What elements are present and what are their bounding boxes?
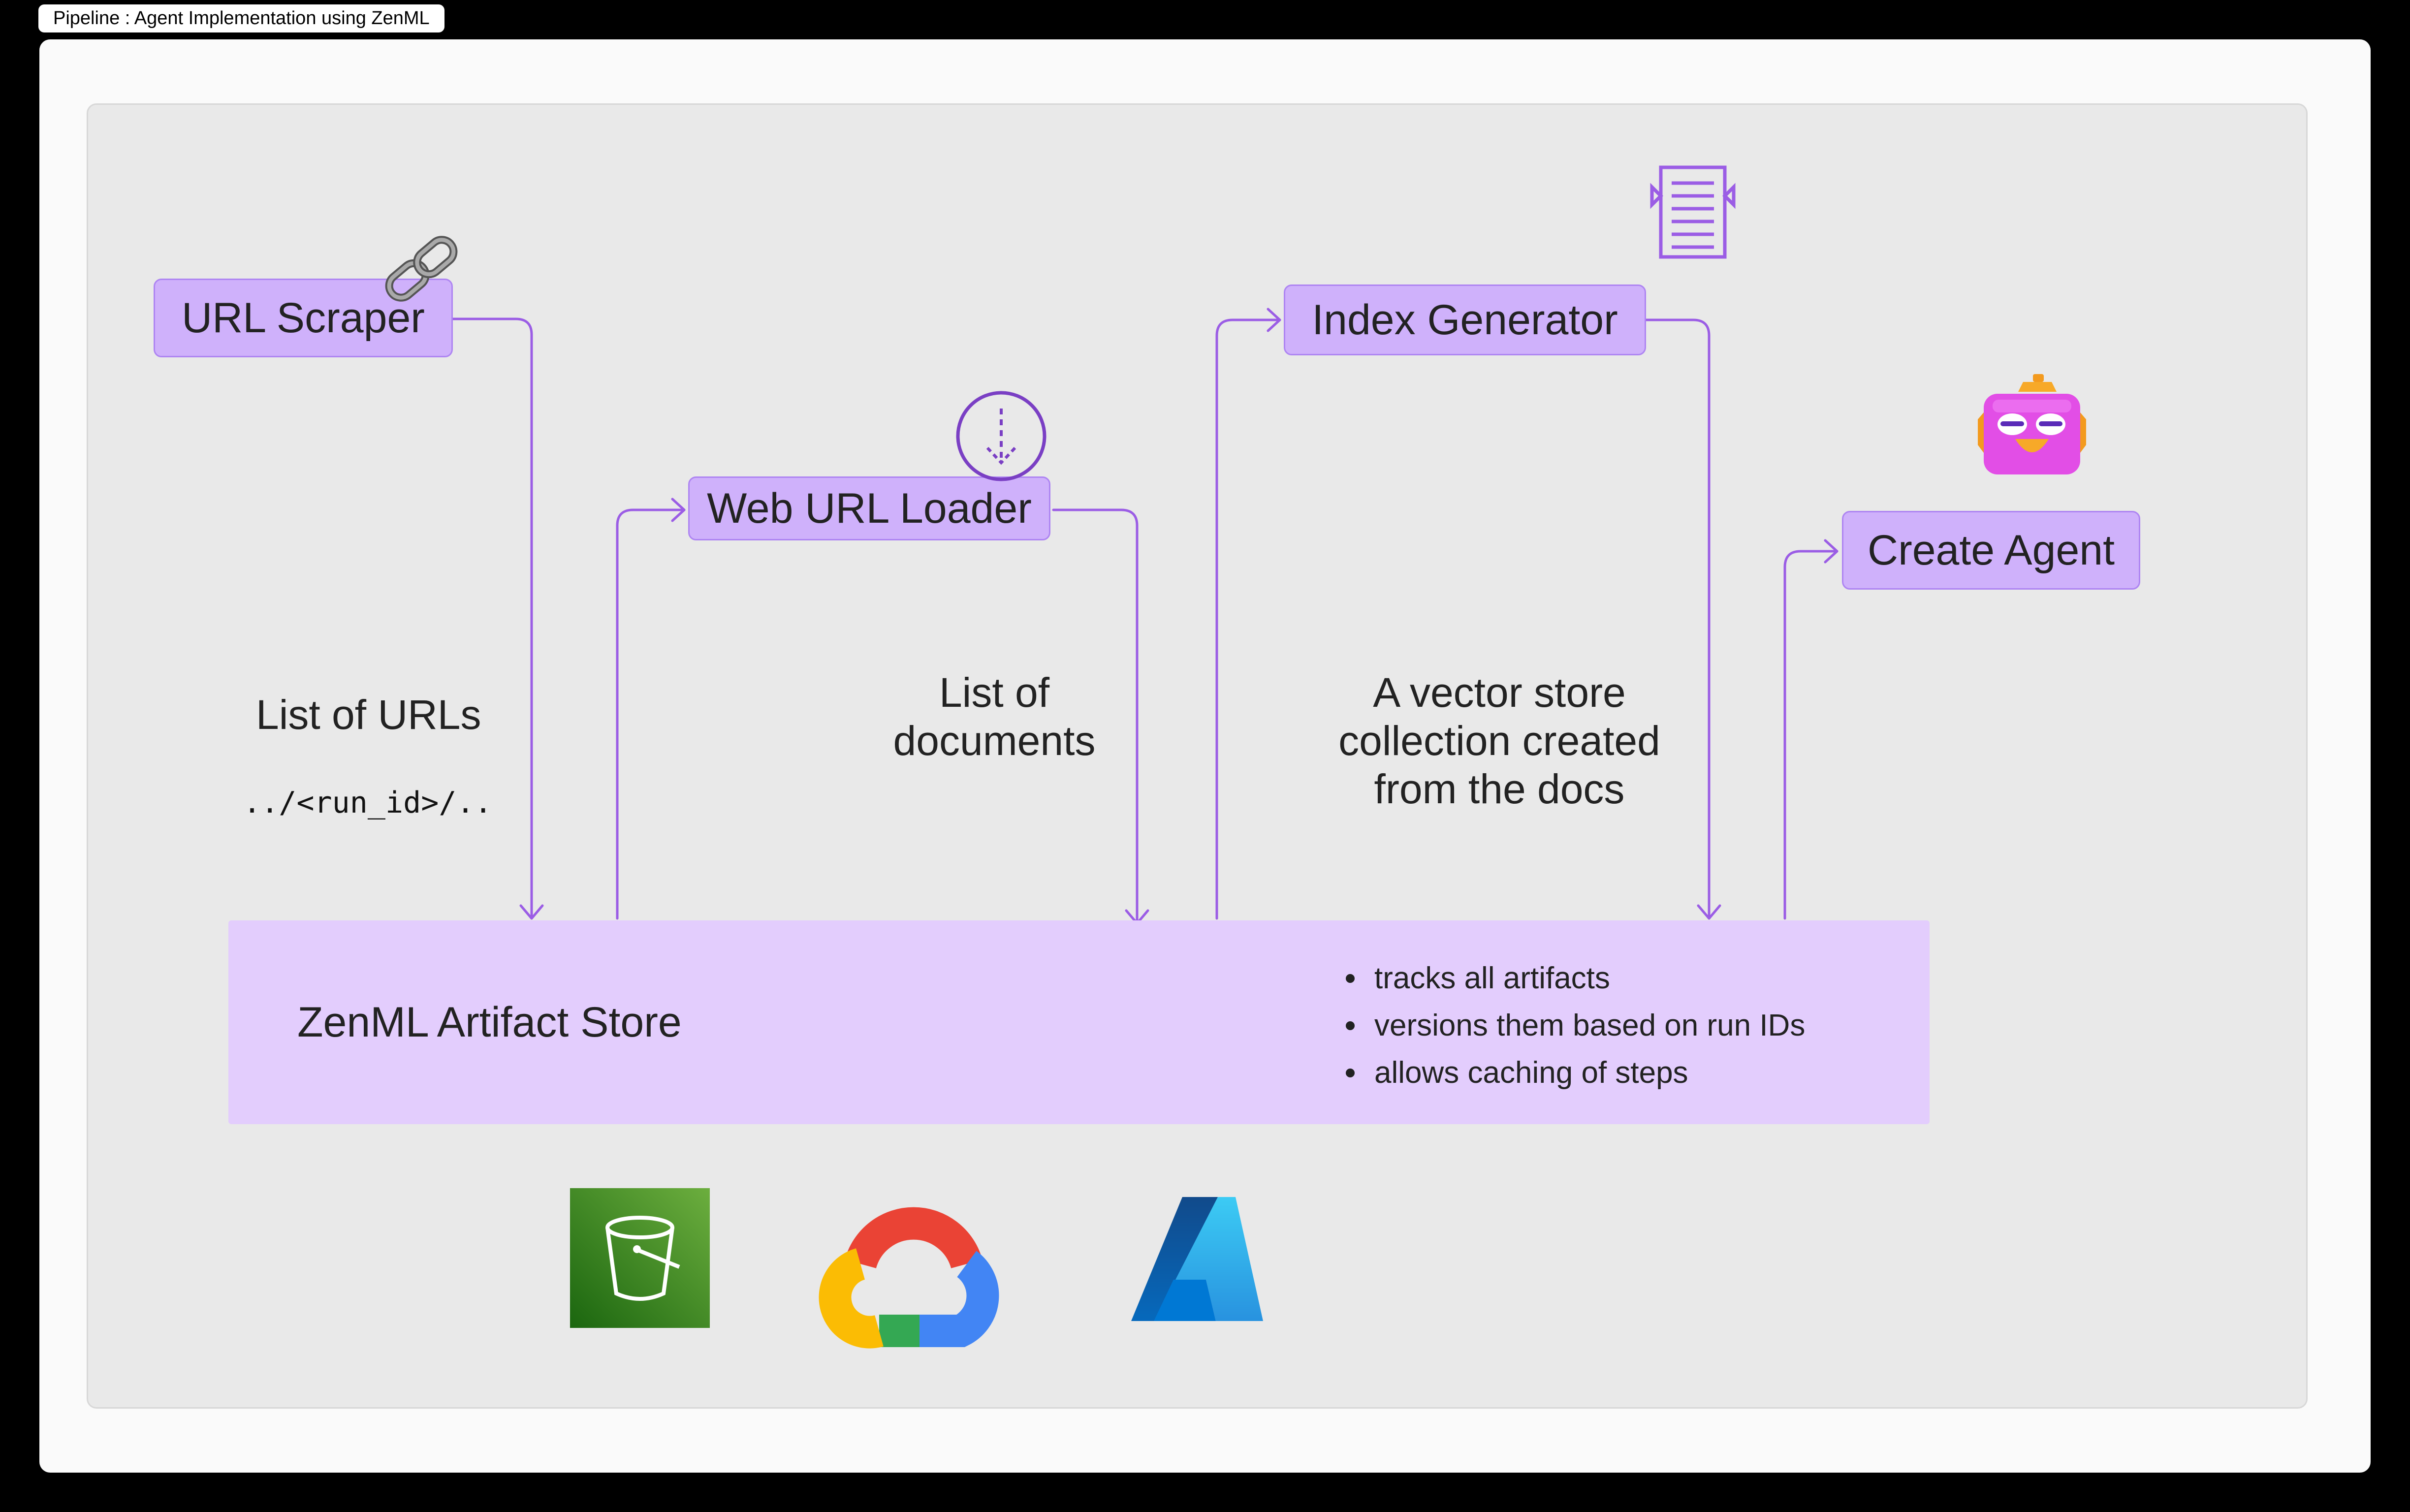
google-cloud-icon <box>819 1207 999 1349</box>
robot-face-icon <box>1978 374 2086 474</box>
azure-icon <box>1131 1197 1263 1321</box>
document-index-icon <box>1650 165 1736 259</box>
artifact-store-title: ZenML Artifact Store <box>297 998 682 1046</box>
link-icon <box>385 236 458 302</box>
edge-label-run-path: ../<run_id>/.. <box>243 786 492 820</box>
edge-store-to-loader <box>616 508 686 920</box>
feature-item: allows caching of steps <box>1343 1049 1805 1097</box>
edge-index-to-store <box>1645 318 1711 920</box>
documents-line-1: List of <box>939 669 1050 716</box>
edge-store-to-index <box>1215 318 1281 920</box>
vector-line-2: collection created <box>1338 718 1660 764</box>
edge-label-vector-store: A vector store collection created from t… <box>1302 668 1696 813</box>
diagram-title: Pipeline : Agent Implementation using Ze… <box>38 4 444 32</box>
artifact-store: ZenML Artifact Store tracks all artifact… <box>228 920 1930 1124</box>
edge-scraper-to-store <box>451 317 533 920</box>
documents-line-2: documents <box>893 718 1096 764</box>
edge-store-to-agent <box>1783 550 1839 920</box>
artifact-store-features: tracks all artifacts versions them based… <box>1343 955 1805 1097</box>
edge-label-urls: List of URLs <box>256 692 481 738</box>
edge-label-documents: List of documents <box>866 668 1122 765</box>
vector-line-3: from the docs <box>1374 766 1625 812</box>
pipeline-panel <box>87 103 2308 1409</box>
vector-line-1: A vector store <box>1373 669 1626 716</box>
download-circle-icon <box>956 391 1046 481</box>
step-url-scraper: URL Scraper <box>154 279 453 357</box>
feature-item: tracks all artifacts <box>1343 955 1805 1002</box>
feature-item: versions them based on run IDs <box>1343 1002 1805 1049</box>
step-create-agent: Create Agent <box>1842 511 2140 590</box>
edge-loader-to-store <box>1052 508 1139 925</box>
aws-s3-bucket-icon <box>570 1188 710 1328</box>
step-index-generator: Index Generator <box>1284 284 1646 355</box>
step-web-url-loader: Web URL Loader <box>688 476 1050 540</box>
